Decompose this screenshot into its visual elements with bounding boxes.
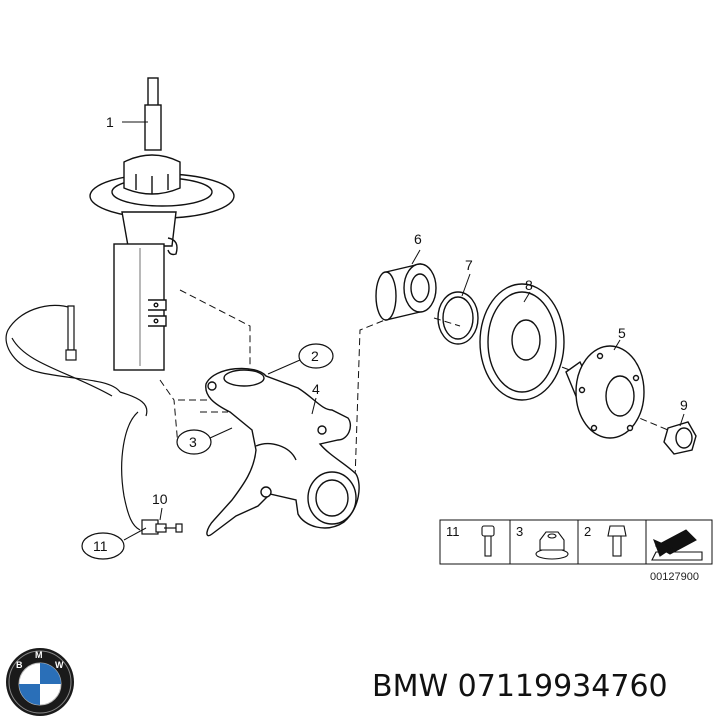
callout-3-label: 3: [189, 434, 197, 450]
callout-10: 10: [152, 491, 168, 507]
wheel-bearing: [375, 263, 437, 321]
circlip: [437, 291, 479, 345]
legend-item-3-number: 3: [516, 524, 523, 539]
logo-letter-m: M: [35, 650, 43, 660]
callout-11: 11: [81, 532, 125, 560]
legend-item-2-number: 2: [584, 524, 591, 539]
brand-part-number: BMW 07119934760: [372, 669, 668, 704]
callout-9: 9: [680, 397, 688, 413]
callout-11-label: 11: [93, 538, 108, 554]
view-direction-arrow-icon: [651, 529, 703, 561]
callout-1: 1: [106, 114, 114, 130]
callout-2: 2: [298, 343, 334, 369]
hub-nut: [663, 421, 697, 455]
strut-assembly: [89, 77, 235, 371]
callout-6: 6: [414, 231, 422, 247]
drawing-code: 00127900: [650, 571, 699, 583]
dust-shield: [479, 283, 565, 401]
legend-item-11-number: 11: [446, 524, 460, 539]
hex-bolt-icon: [607, 525, 627, 557]
callout-7: 7: [465, 257, 473, 273]
hex-flange-nut-icon: [535, 531, 569, 560]
logo-letter-b: B: [16, 660, 23, 670]
callout-3: 3: [176, 429, 212, 455]
leader-lines: [122, 121, 685, 541]
wheel-hub: [565, 345, 645, 439]
callout-4: 4: [312, 381, 320, 397]
logo-letter-w: W: [55, 660, 64, 670]
bmw-logo: B M W: [6, 648, 74, 716]
socket-head-bolt-icon: [481, 525, 495, 557]
callout-5: 5: [618, 325, 626, 341]
callout-8: 8: [525, 277, 533, 293]
fastener-legend: 11 3 2: [439, 519, 713, 565]
callout-2-label: 2: [311, 348, 319, 364]
wheel-speed-sensor-cable: [5, 304, 183, 535]
steering-knuckle: [205, 367, 360, 537]
